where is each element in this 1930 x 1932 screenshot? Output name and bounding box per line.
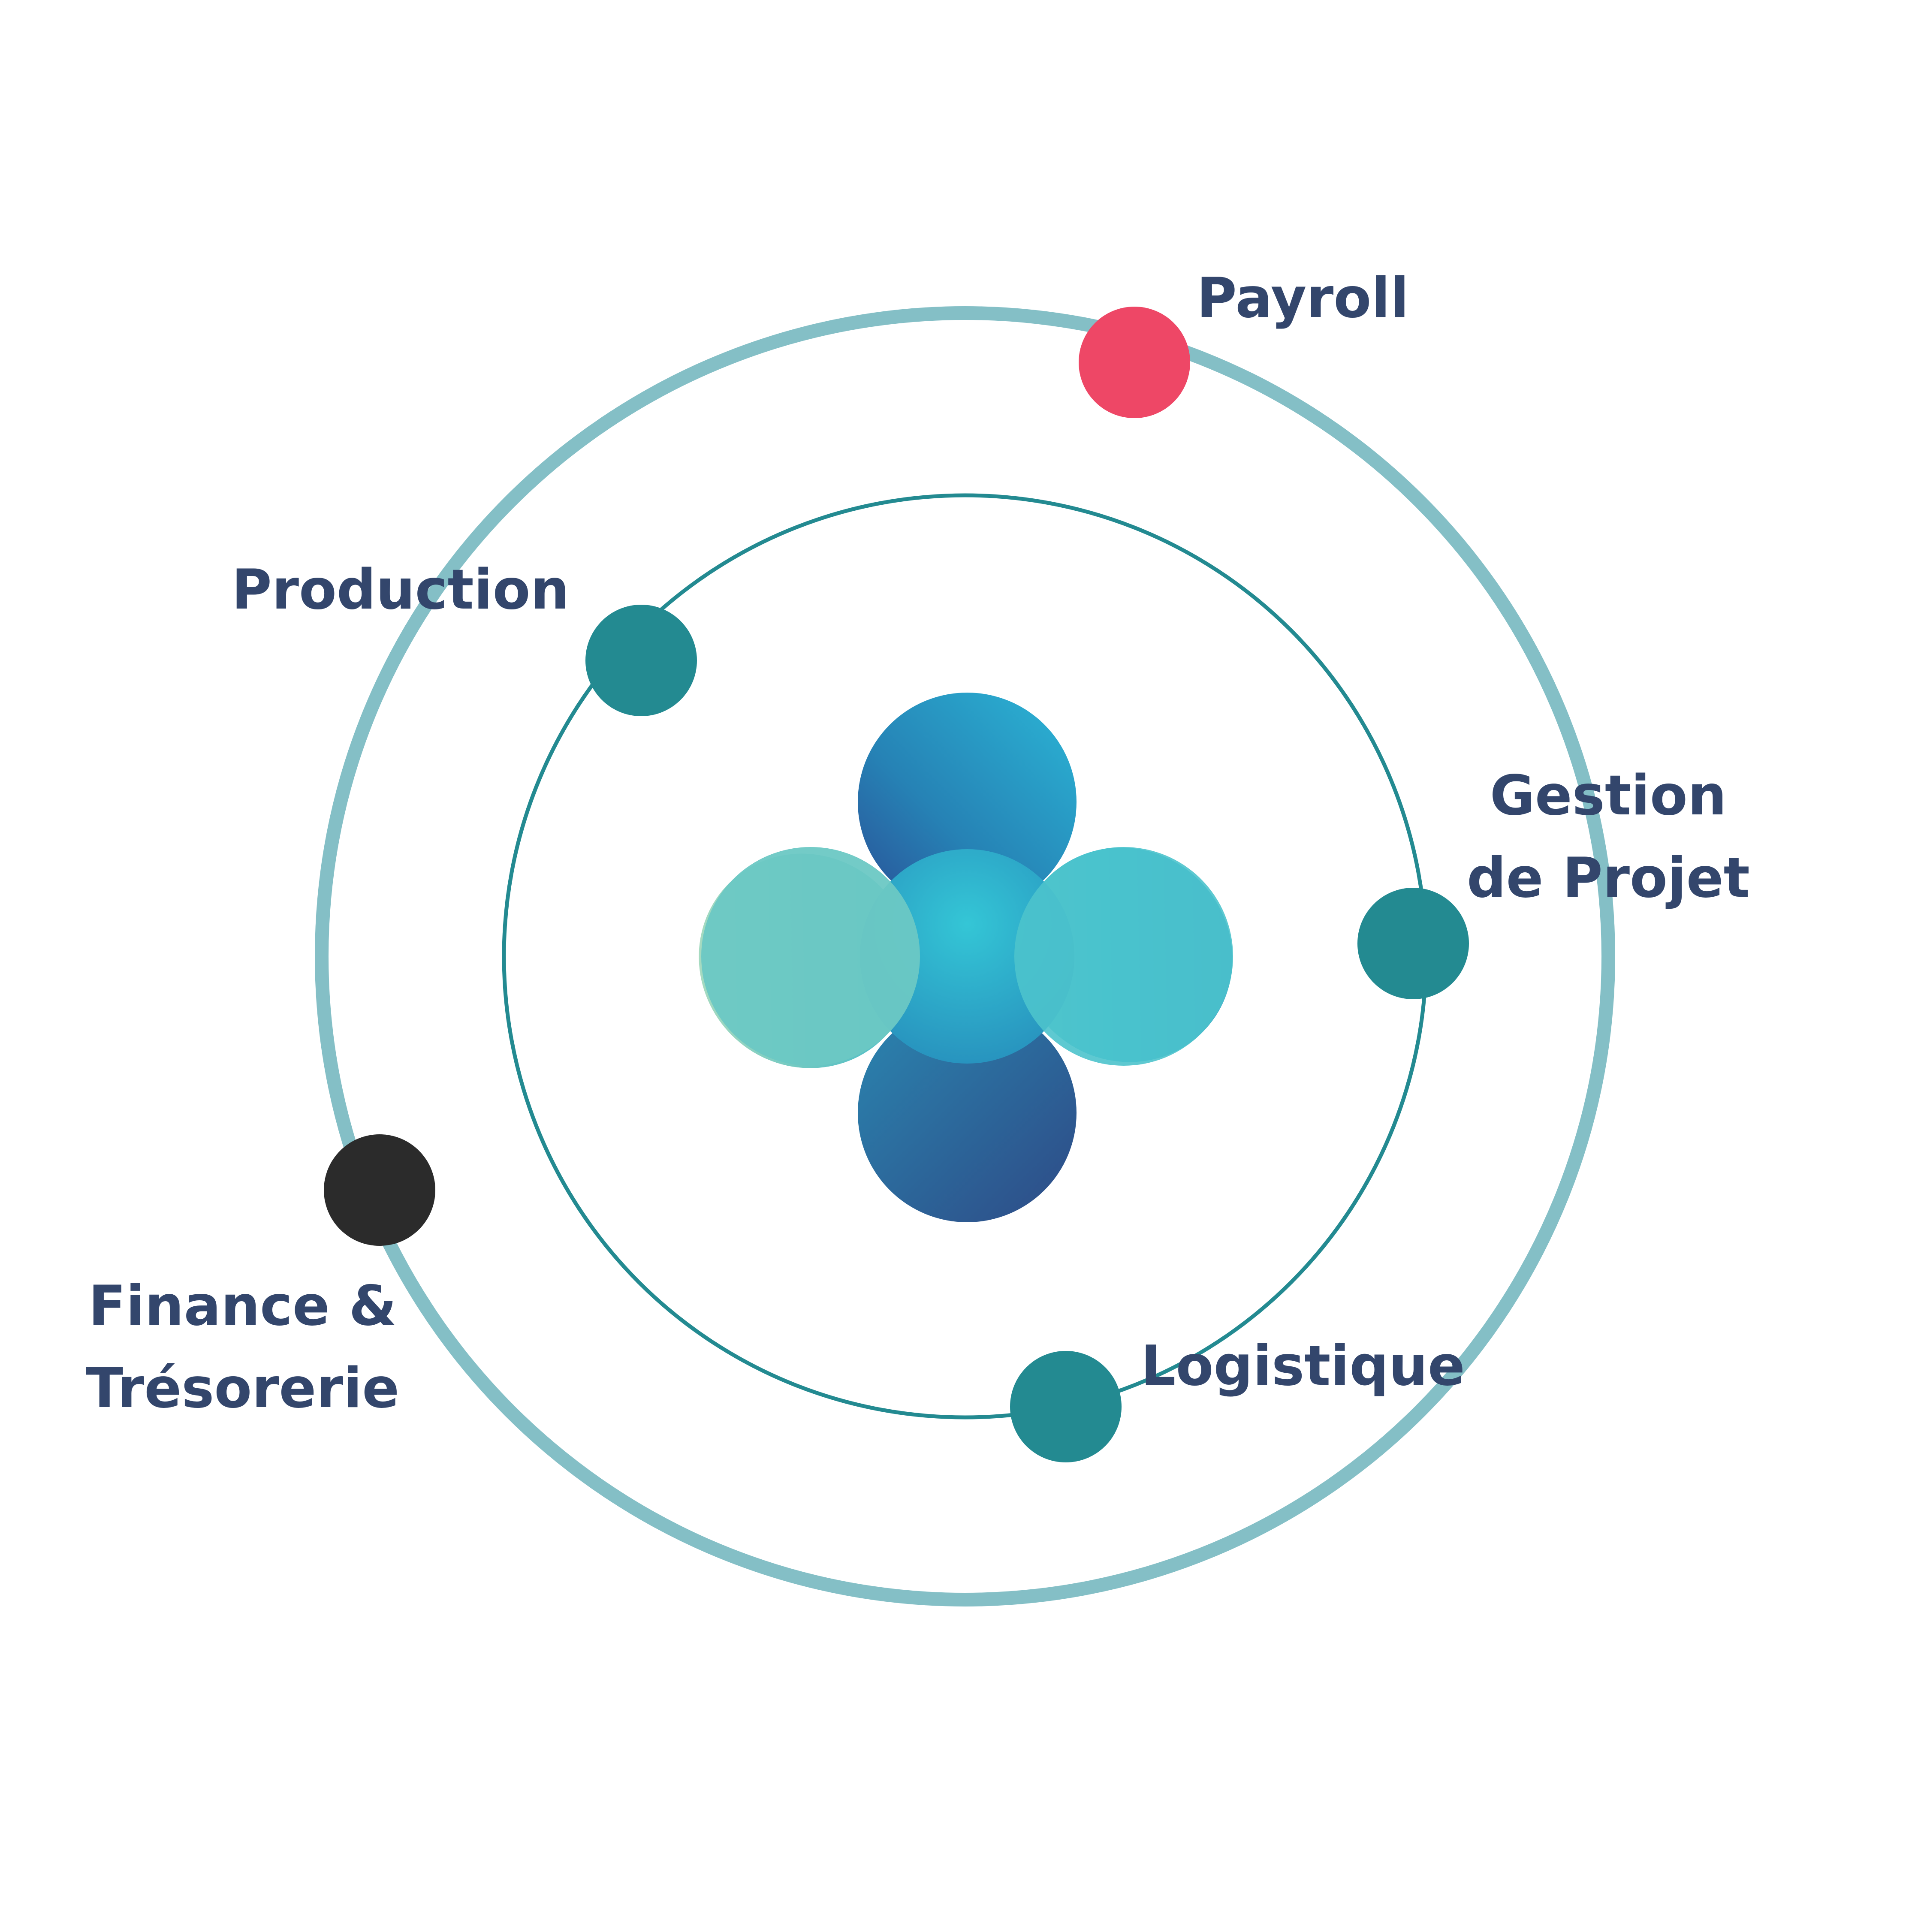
label-gestion-de-projet: Gestion de Projet <box>1467 755 1750 919</box>
label-line: Payroll <box>1197 266 1409 330</box>
node-gestion-de-projet <box>1357 888 1469 999</box>
label-line: de Projet <box>1467 846 1750 910</box>
label-production: Production <box>232 549 570 631</box>
label-line: Gestion <box>1490 764 1727 828</box>
logo-icon <box>699 693 1233 1222</box>
label-line: Trésorerie <box>86 1356 400 1420</box>
label-finance-tresorerie: Finance & Trésorerie <box>86 1265 399 1430</box>
label-line: Logistique <box>1141 1334 1465 1398</box>
label-logistique: Logistique <box>1141 1325 1465 1408</box>
label-line: Finance & <box>88 1274 397 1338</box>
node-finance-tresorerie <box>324 1134 435 1246</box>
node-payroll <box>1079 307 1190 418</box>
label-line: Production <box>232 558 570 622</box>
label-payroll: Payroll <box>1197 257 1409 340</box>
outer-orbit-ring <box>315 306 1615 1606</box>
node-logistique <box>1010 1351 1122 1462</box>
node-production <box>585 605 697 716</box>
